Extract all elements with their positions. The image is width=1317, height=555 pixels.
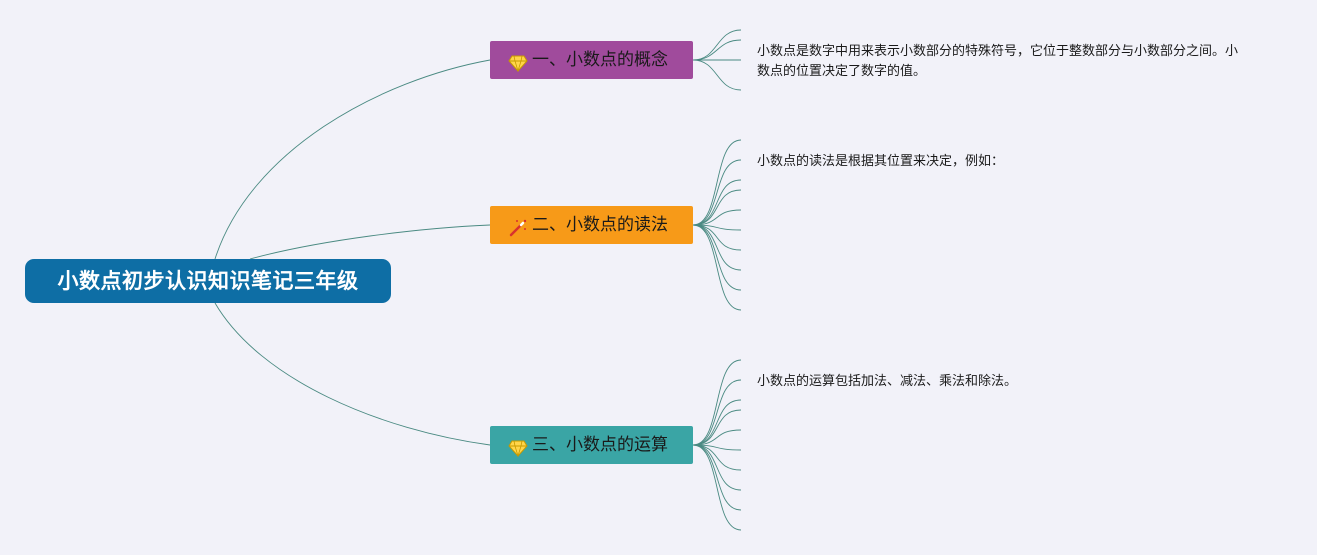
branch-1-fan (692, 29, 742, 91)
connector-root-branch-3 (214, 302, 491, 446)
note-concept[interactable]: 小数点是数字中用来表示小数部分的特殊符号，它位于整数部分与小数部分之间。小数点的… (757, 44, 1239, 79)
magic-wand-icon (508, 214, 528, 236)
branch-topic-reading[interactable]: 二、小数点的读法 (490, 206, 693, 244)
branch-2-fan (692, 139, 742, 311)
branch-label: 一、小数点的概念 (532, 50, 668, 70)
branch-topic-operations[interactable]: 三、小数点的运算 (490, 426, 693, 464)
diamond-icon (508, 49, 528, 72)
note-reading[interactable]: 小数点的读法是根据其位置来决定，例如： (757, 154, 1005, 169)
note-operations[interactable]: 小数点的运算包括加法、减法、乘法和除法。 (757, 374, 1018, 389)
connector-root-branch-1 (214, 59, 491, 260)
branch-3-fan (692, 359, 742, 531)
branch-label: 二、小数点的读法 (532, 215, 668, 235)
root-topic[interactable]: 小数点初步认识知识笔记三年级 (25, 259, 391, 303)
branch-topic-concept[interactable]: 一、小数点的概念 (490, 41, 693, 79)
diamond-icon (508, 434, 528, 457)
branch-label: 三、小数点的运算 (532, 435, 668, 455)
connector-root-branch-2 (249, 224, 491, 260)
